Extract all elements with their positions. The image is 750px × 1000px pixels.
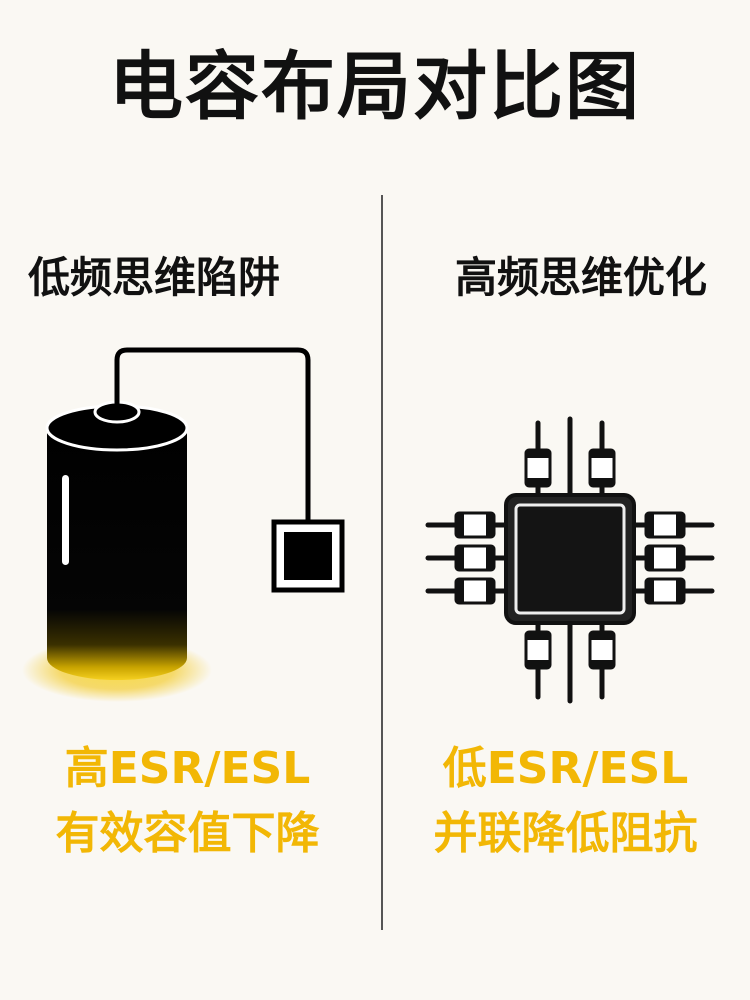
right-panel-heading: 高频思维优化 bbox=[455, 253, 708, 302]
ic-chip-with-decoupling-capacitors-icon bbox=[425, 416, 715, 704]
electrolytic-capacitor-icon bbox=[22, 347, 345, 702]
left-caption-line2: 有效容值下降 bbox=[55, 808, 320, 859]
left-caption-line1: 高ESR/ESL bbox=[64, 743, 311, 794]
center-divider bbox=[381, 195, 383, 930]
left-panel-heading: 低频思维陷阱 bbox=[28, 253, 281, 302]
right-caption-line1: 低ESR/ESL bbox=[442, 743, 689, 794]
page-title: 电容布局对比图 bbox=[109, 44, 641, 130]
right-caption-line2: 并联降低阻抗 bbox=[433, 808, 698, 859]
